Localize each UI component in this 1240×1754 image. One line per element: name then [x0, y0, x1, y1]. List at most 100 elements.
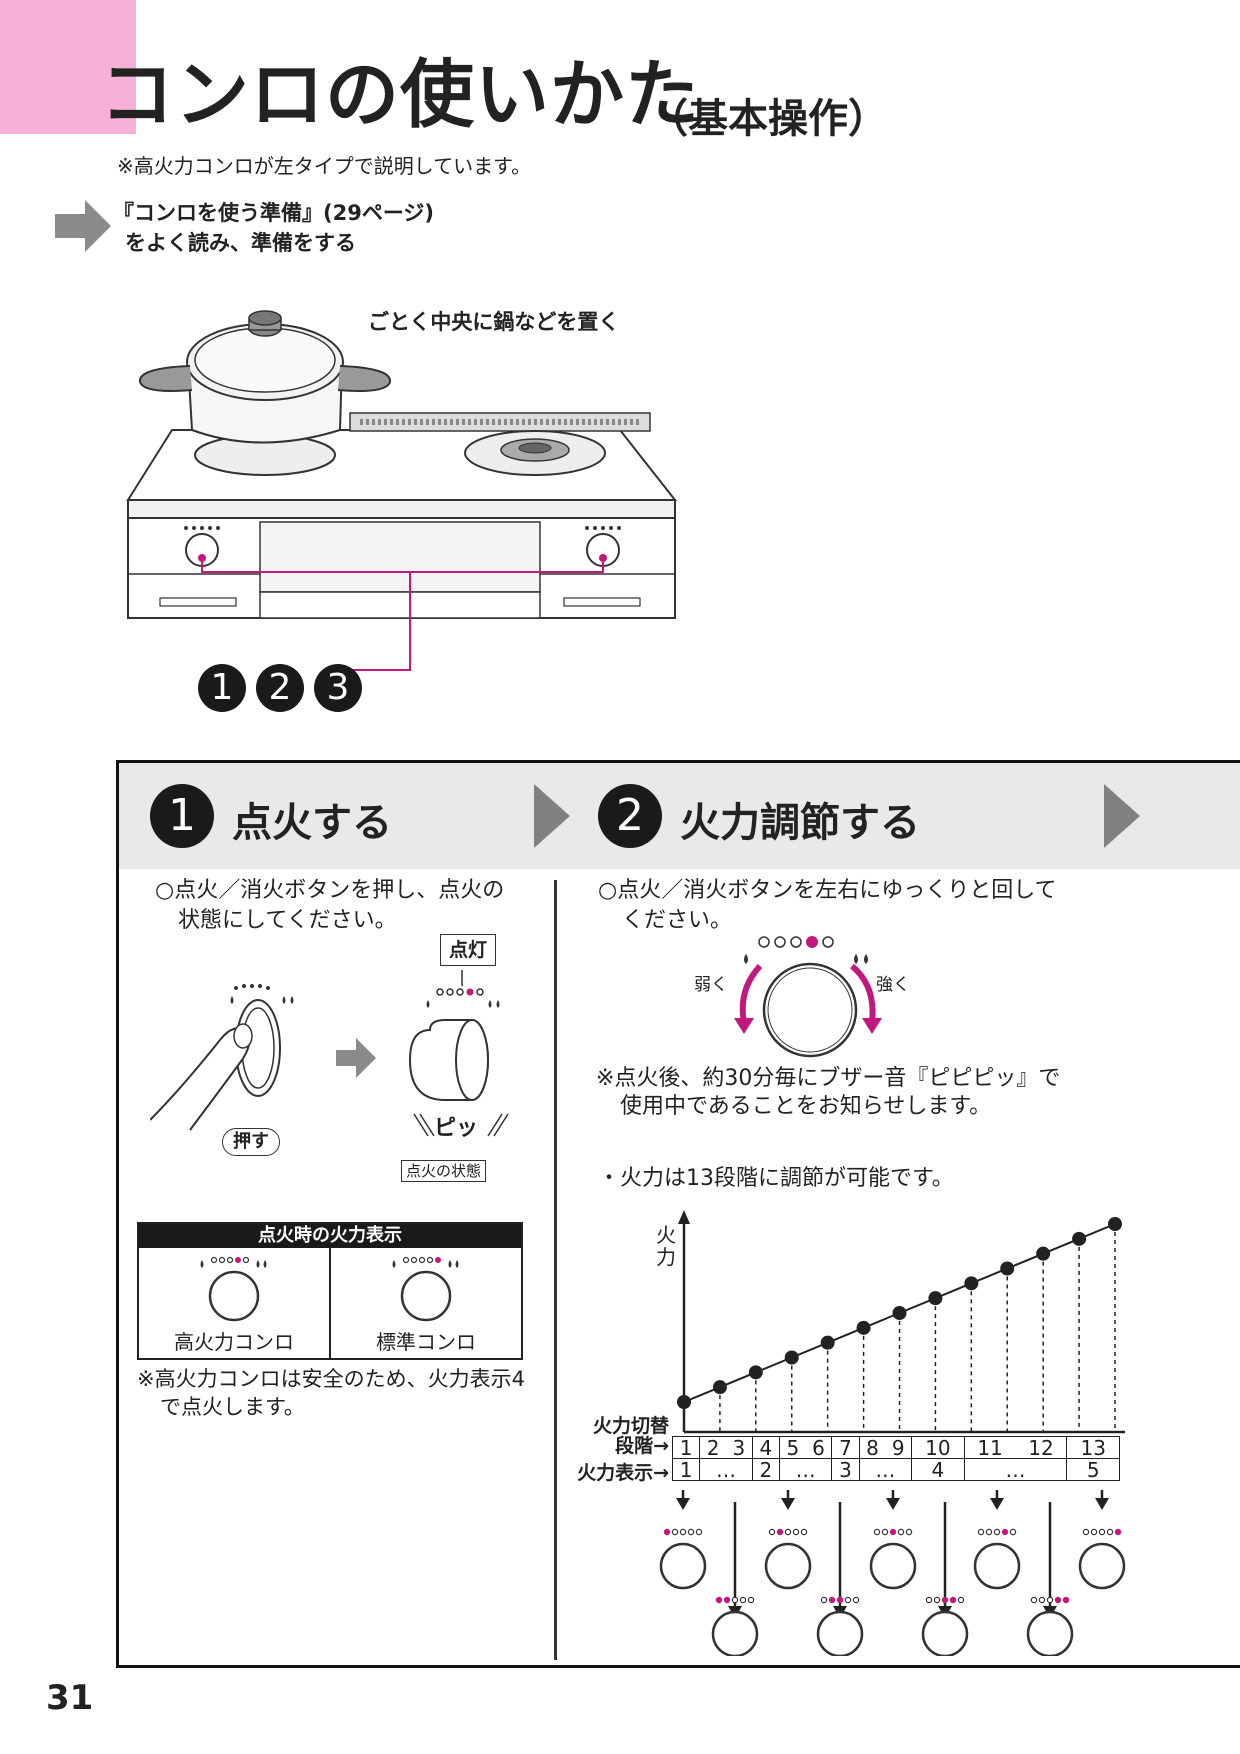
buzzer-note-line2: 使用中であることをお知らせします。	[620, 1094, 992, 1119]
push-label: 押す	[222, 1128, 280, 1156]
step-badge-2: 2	[256, 664, 304, 712]
power-display-knob	[659, 1528, 707, 1590]
stage-table: 1 2 3 4 5 6 7 8 9 10 11 12 13 1 … 2 … 3 …	[671, 1436, 1120, 1481]
stage-point	[964, 1276, 979, 1291]
prep-line-1: 『コンロを使う準備』(29ページ)	[113, 201, 434, 225]
step2-number: 2	[598, 784, 662, 848]
stage-point	[1072, 1231, 1087, 1246]
stage-point	[1108, 1217, 1122, 1231]
level-knob-diagram	[659, 1490, 1126, 1656]
down-arrow-head	[990, 1498, 1004, 1510]
down-arrow-head	[1095, 1498, 1109, 1510]
stove-illustration	[126, 310, 678, 670]
rotate-knob-illustration	[734, 936, 882, 1058]
stage-cell: 2	[699, 1436, 726, 1459]
layout-note: ※高火力コンロが左タイプで説明しています。	[117, 154, 532, 178]
beep-label: ピッ	[434, 1116, 479, 1141]
stage-point	[1000, 1261, 1015, 1276]
down-arrow-head	[886, 1498, 900, 1510]
display-cell: 1	[671, 1458, 701, 1481]
stage-row-label-line2: 段階→	[615, 1435, 669, 1457]
table-divider	[329, 1248, 331, 1360]
stronger-label: 強く	[876, 975, 910, 995]
table-note-line2: で点火します。	[160, 1395, 305, 1419]
display-cell: 5	[1066, 1458, 1120, 1481]
arrow-right-icon	[55, 200, 111, 252]
table-note-line1: ※高火力コンロは安全のため、火力表示4	[137, 1367, 525, 1391]
stage-cell: 11	[963, 1436, 1016, 1459]
power-display-knob	[764, 1528, 812, 1590]
step1-number: 1	[150, 784, 214, 848]
stage-cell: 7	[831, 1436, 860, 1459]
stage-cell: 10	[911, 1436, 965, 1459]
buzzer-note-line1: ※点火後、約30分毎にブザー音『ピピピッ』で	[596, 1066, 1061, 1091]
display-row-label: 火力表示→	[577, 1462, 669, 1484]
step2-text-line1: ○点火／消火ボタンを左右にゆっくりと回して	[598, 878, 1057, 903]
stage-cell: 12	[1015, 1436, 1068, 1459]
stage-point	[748, 1365, 763, 1380]
step-badge-3: 3	[314, 664, 362, 712]
stage-row-label-line1: 火力切替	[592, 1415, 669, 1437]
power-display-knob	[711, 1596, 759, 1656]
table-title: 点火時の火力表示	[139, 1224, 521, 1248]
lit-label: 点灯	[440, 934, 497, 966]
stage-row: 1 2 3 4 5 6 7 8 9 10 11 12 13	[671, 1436, 1120, 1459]
next-arrow-icon	[534, 784, 570, 848]
power-display-knob	[1078, 1528, 1126, 1590]
high-power-burner-label: 高火力コンロ	[174, 1330, 294, 1354]
display-cell: …	[858, 1458, 913, 1481]
stage-point	[856, 1320, 871, 1335]
stage-cell: 13	[1066, 1436, 1120, 1459]
stage-cell: 1	[671, 1436, 701, 1459]
step-badge-1: 1	[198, 664, 246, 712]
stage-cell: 9	[885, 1436, 913, 1459]
display-cell: …	[699, 1458, 753, 1481]
panel-header	[119, 763, 1240, 869]
beep-marks	[413, 1113, 509, 1137]
stage-cell: 5	[778, 1436, 806, 1459]
prep-line-2: をよく読み、準備をする	[125, 231, 356, 255]
stage-cell: 4	[751, 1436, 780, 1459]
next-arrow-icon	[1104, 784, 1140, 848]
step1-heading: 点火する	[232, 800, 392, 846]
standard-burner-label: 標準コンロ	[376, 1330, 476, 1354]
stage-point	[1036, 1246, 1051, 1261]
down-arrow-head	[781, 1498, 795, 1510]
stage-point	[712, 1380, 727, 1395]
levels-note: ・火力は13段階に調節が可能です。	[598, 1166, 954, 1191]
stage-point	[820, 1335, 835, 1350]
step2-heading: 火力調節する	[680, 800, 920, 846]
page-title: コンロの使いかた	[100, 52, 700, 138]
weaker-label: 弱く	[694, 975, 728, 995]
power-display-knob	[869, 1528, 917, 1590]
pot-placement-label: ごとく中央に鍋などを置く	[368, 310, 620, 334]
step1-text-line1: ○点火／消火ボタンを押し、点火の	[155, 878, 505, 903]
standard-knob-icon	[392, 1256, 459, 1322]
y-axis-label: 火力	[656, 1223, 676, 1269]
display-row: 1 … 2 … 3 … 4 … 5	[671, 1458, 1120, 1481]
power-display-knob	[973, 1528, 1021, 1590]
finger-press-illustration	[150, 984, 294, 1131]
step2-text-line2: ください。	[622, 908, 733, 933]
page-number: 31	[46, 1678, 94, 1718]
down-arrow-head	[676, 1498, 690, 1510]
power-display-knob	[816, 1596, 864, 1656]
stage-row-label: 火力切替 段階→	[573, 1416, 669, 1456]
power-display-knob	[1026, 1596, 1074, 1656]
column-divider	[554, 880, 557, 1660]
stage-cell: 8	[858, 1436, 886, 1459]
stage-point	[892, 1306, 907, 1320]
ignited-state-label: 点火の状態	[401, 1160, 487, 1182]
page-subtitle: （基本操作）	[648, 96, 888, 142]
stage-point	[928, 1291, 943, 1306]
power-display-knob	[921, 1596, 969, 1656]
pink-tab-decoration	[0, 0, 136, 134]
stage-cell: 6	[805, 1436, 833, 1459]
prep-instruction: 『コンロを使う準備』(29ページ) をよく読み、準備をする	[113, 198, 434, 258]
stage-point	[784, 1350, 799, 1365]
display-cell: 4	[911, 1458, 965, 1481]
display-cell: 2	[751, 1458, 780, 1481]
high-power-knob-icon	[200, 1256, 267, 1322]
arrow-right-icon	[336, 1038, 376, 1078]
display-cell: …	[778, 1458, 833, 1481]
